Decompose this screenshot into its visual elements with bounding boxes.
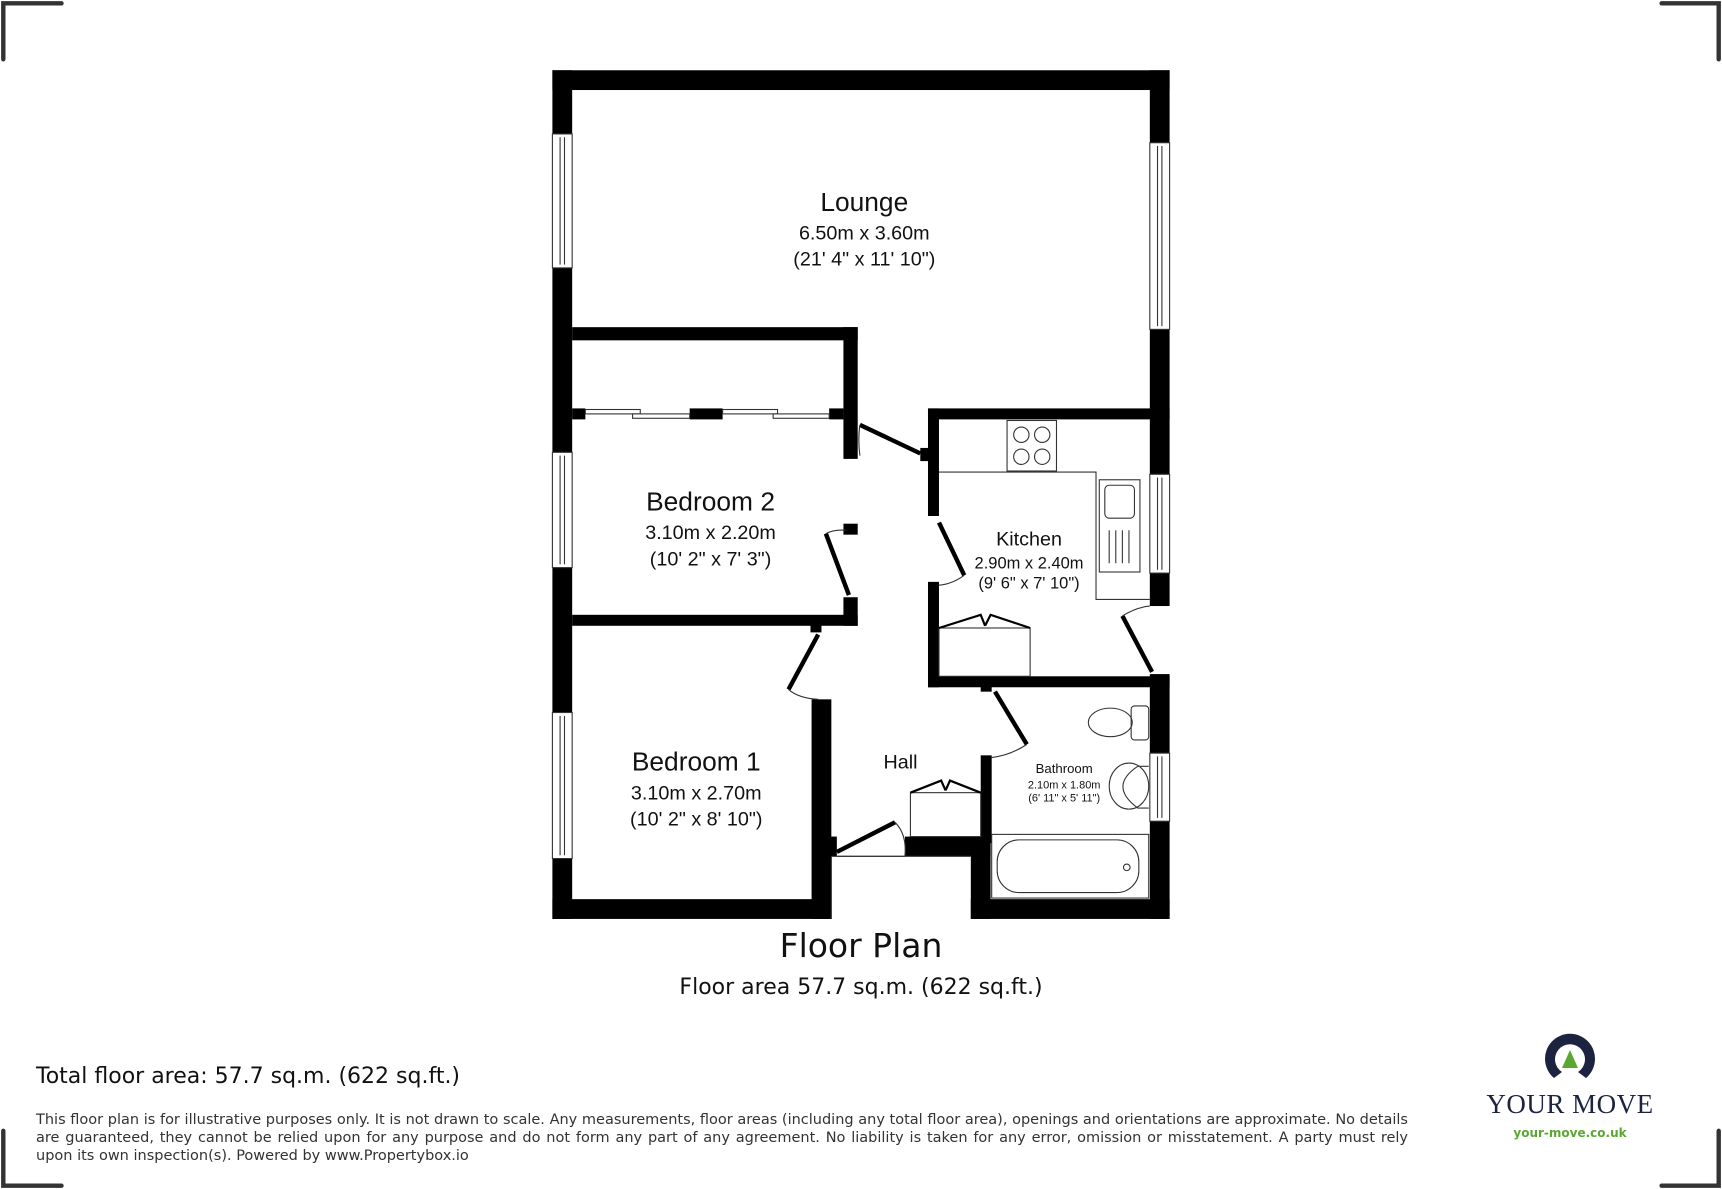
room-imperial: (10' 2" x 7' 3") [650,548,771,570]
kitchen-fittings [938,419,1150,677]
room-name: Kitchen [996,529,1062,551]
room-kitchen: Kitchen 2.90m x 2.40m (9' 6" x 7' 10") [975,529,1084,593]
room-bedroom-2: Bedroom 2 3.10m x 2.20m (10' 2" x 7' 3") [645,487,776,571]
disclaimer-text: This floor plan is for illustrative purp… [36,1112,1408,1164]
kitchen-cupboard-doors [938,613,1031,630]
room-metric: 3.10m x 2.70m [631,782,762,804]
room-bedroom-1: Bedroom 1 3.10m x 2.70m (10' 2" x 8' 10"… [630,747,762,831]
walls [552,70,1170,919]
entrance [830,855,971,919]
hall-cupboard [909,792,982,838]
wardrobe-doors [584,408,830,419]
room-metric: 6.50m x 3.60m [799,222,930,244]
room-lounge: Lounge 6.50m x 3.60m (21' 4" x 11' 10") [793,187,935,271]
plan-floor-area: Floor area 57.7 sq.m. (622 sq.ft.) [679,975,1043,1000]
door-swings [788,424,1150,857]
windows [551,133,1171,860]
room-hall: Hall [884,752,918,774]
room-name: Hall [884,752,918,774]
brand-logo: YOUR MOVE your-move.co.uk [1480,1028,1660,1140]
room-metric: 2.10m x 1.80m [1028,779,1101,791]
bathroom-fittings [991,705,1150,899]
room-imperial: (6' 11" x 5' 11") [1028,792,1100,804]
brand-name: YOUR MOVE [1486,1089,1654,1119]
room-metric: 2.90m x 2.40m [975,555,1084,573]
room-metric: 3.10m x 2.20m [645,522,776,544]
your-move-logo-icon [1545,1033,1595,1078]
room-imperial: (10' 2" x 8' 10") [630,809,762,831]
brand-url[interactable]: your-move.co.uk [1513,1126,1627,1140]
room-name: Bathroom [1036,761,1093,776]
room-imperial: (21' 4" x 11' 10") [793,249,935,271]
room-bathroom: Bathroom 2.10m x 1.80m (6' 11" x 5' 11") [1028,761,1101,805]
room-name: Bedroom 2 [646,487,775,517]
hall-cupboard-doors [910,779,982,794]
doors [786,422,1154,854]
room-name: Bedroom 1 [632,747,761,777]
plan-title: Floor Plan [779,926,943,965]
room-name: Lounge [820,187,908,217]
total-floor-area: Total floor area: 57.7 sq.m. (622 sq.ft.… [36,1064,461,1089]
room-imperial: (9' 6" x 7' 10") [978,574,1079,592]
